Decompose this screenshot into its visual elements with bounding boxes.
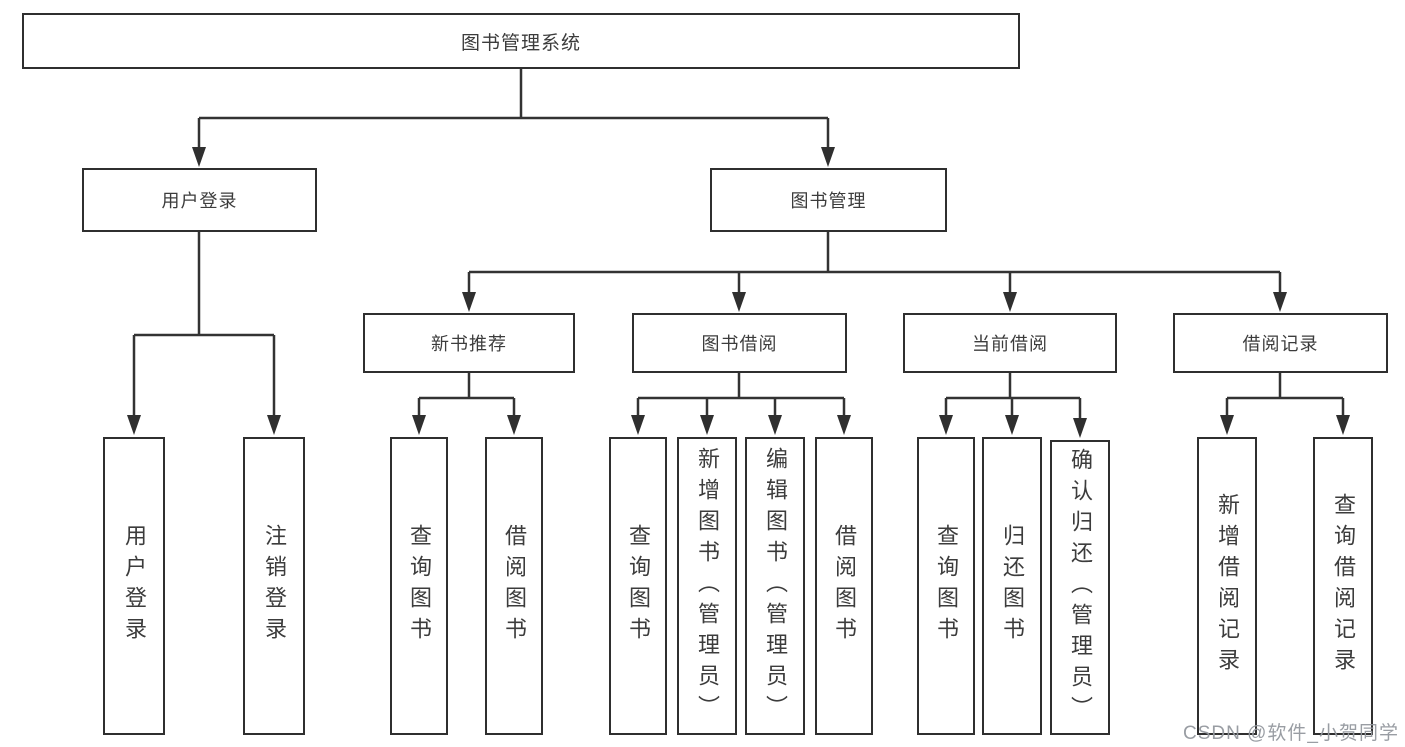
leaf-add-books-admin: 新增图书（管理员） — [677, 437, 737, 735]
leaf-borrow-books-recommend: 借阅图书 — [485, 437, 543, 735]
leaf-query-books-borrow: 查询图书 — [609, 437, 667, 735]
csdn-watermark: CSDN @软件_小贺同学 — [1183, 723, 1399, 744]
node-user-login: 用户登录 — [82, 168, 317, 232]
leaf-query-books-current: 查询图书 — [917, 437, 975, 735]
leaf-borrow-books: 借阅图书 — [815, 437, 873, 735]
leaf-query-books-recommend: 查询图书 — [390, 437, 448, 735]
node-borrow-records: 借阅记录 — [1173, 313, 1388, 373]
leaf-add-borrow-record: 新增借阅记录 — [1197, 437, 1257, 735]
leaf-logout: 注销登录 — [243, 437, 305, 735]
arrowheads — [127, 147, 1350, 438]
node-library-management-system: 图书管理系统 — [22, 13, 1020, 69]
node-new-book-recommend: 新书推荐 — [363, 313, 575, 373]
leaf-query-borrow-record: 查询借阅记录 — [1313, 437, 1373, 735]
leaf-edit-books-admin: 编辑图书（管理员） — [745, 437, 805, 735]
leaf-confirm-return-admin: 确认归还（管理员） — [1050, 440, 1110, 735]
leaf-return-books: 归还图书 — [982, 437, 1042, 735]
node-book-management: 图书管理 — [710, 168, 947, 232]
leaf-user-login: 用户登录 — [103, 437, 165, 735]
node-current-borrow: 当前借阅 — [903, 313, 1117, 373]
node-book-borrow: 图书借阅 — [632, 313, 847, 373]
